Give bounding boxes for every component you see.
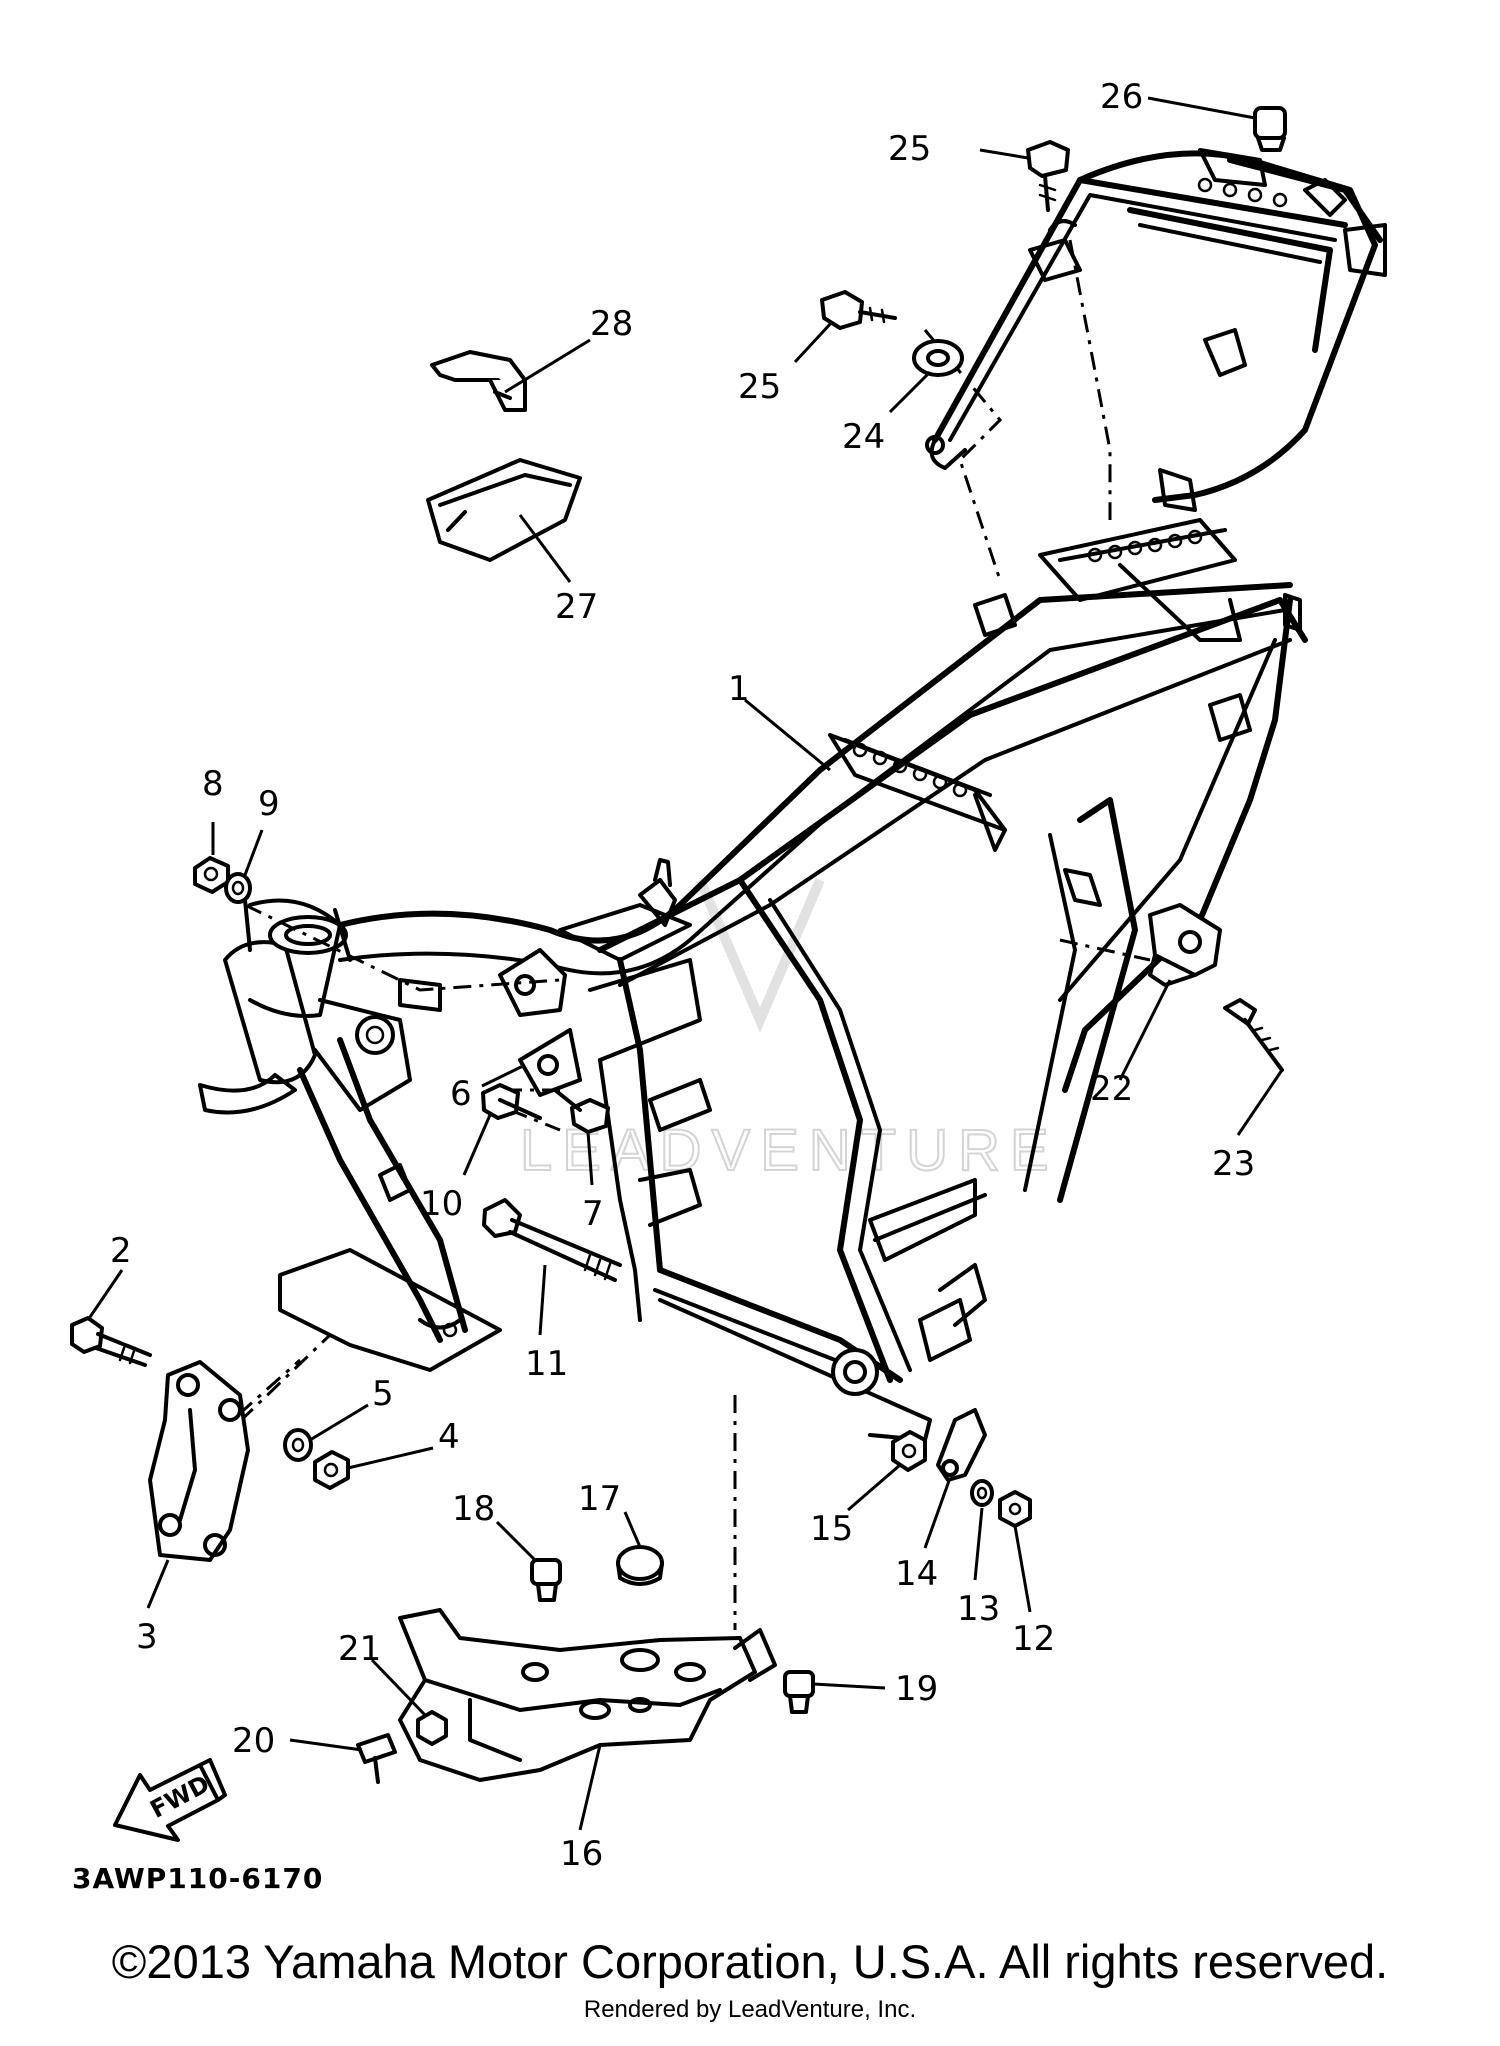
label-part-14: 14 (895, 1554, 938, 1594)
part-17-plug (616, 1545, 664, 1586)
label-part-16: 16 (560, 1834, 603, 1874)
watermark-text: LEADVENTURE (520, 1118, 1059, 1183)
part-7-bolt (553, 1088, 610, 1134)
label-part-12: 12 (1012, 1619, 1055, 1659)
diagram-code: 3AWP110-6170 (72, 1862, 324, 1895)
label-part-19: 19 (895, 1669, 938, 1709)
rendered-by-credit: Rendered by LeadVenture, Inc. (583, 1996, 917, 2023)
crossmember-holes-mid (852, 742, 968, 798)
rear-subframe (925, 148, 1387, 512)
watermark: LEADVENTURE (519, 878, 1059, 1184)
part-8-nut (193, 856, 230, 894)
label-part-3: 3 (136, 1617, 158, 1657)
part-22-bracket (1148, 903, 1222, 987)
part-23-bolt (1223, 998, 1284, 1072)
part-27-pad (426, 458, 582, 562)
part-15-nut (891, 1430, 927, 1472)
label-part-18: 18 (452, 1489, 495, 1529)
label-part-8: 8 (202, 764, 224, 804)
part-10-bolt (481, 1083, 542, 1120)
part-19-bolt (783, 1670, 815, 1714)
part-11-long-bolt (482, 1198, 622, 1282)
label-part-22: 22 (1090, 1069, 1133, 1109)
main-frame (198, 518, 1308, 1442)
label-part-23: 23 (1212, 1144, 1255, 1184)
label-part-27: 27 (555, 587, 598, 627)
label-part-20: 20 (232, 1721, 275, 1761)
label-part-26: 26 (1100, 77, 1143, 117)
label-part-28: 28 (590, 304, 633, 344)
part-9-washer (224, 872, 252, 904)
part-12-nut (998, 1490, 1032, 1528)
part-28-clip (430, 350, 527, 412)
part-number-labels: 26 25 25 24 28 27 1 8 9 6 22 23 10 7 11 … (110, 77, 1255, 1874)
part-21-nut (416, 1710, 448, 1746)
copyright-notice: ©2013 Yamaha Motor Corporation, U.S.A. A… (111, 1935, 1389, 1988)
part-24-collar (912, 339, 964, 377)
label-part-7: 7 (582, 1194, 604, 1234)
label-part-13: 13 (957, 1589, 1000, 1629)
label-part-9: 9 (258, 784, 280, 824)
part-14-bracket (936, 1408, 987, 1482)
label-part-24: 24 (842, 417, 885, 457)
part-13-washer (970, 1479, 994, 1507)
label-part-25-top: 25 (888, 129, 931, 169)
part-20-bolt (356, 1733, 397, 1784)
fwd-arrow: FWD (113, 1758, 227, 1842)
part-16-skid-plate (398, 1608, 777, 1782)
label-part-1: 1 (728, 669, 750, 709)
label-part-17: 17 (578, 1479, 621, 1519)
label-part-2: 2 (110, 1231, 132, 1271)
label-part-15: 15 (810, 1509, 853, 1549)
crossmember-holes-rear (1087, 529, 1203, 563)
label-part-5: 5 (372, 1374, 394, 1414)
label-part-4: 4 (438, 1417, 460, 1457)
part-25-bolt-side (820, 290, 897, 330)
part-4-nut (313, 1450, 350, 1490)
leader-lines (86, 96, 1284, 1831)
label-part-25-side: 25 (738, 367, 781, 407)
subframe-holes (1197, 177, 1288, 208)
part-5-washer (283, 1428, 313, 1462)
part-3-engine-bracket (148, 1360, 250, 1562)
label-part-6: 6 (450, 1074, 472, 1114)
part-2-bolt (70, 1316, 152, 1367)
label-part-21: 21 (338, 1629, 381, 1669)
label-part-11: 11 (525, 1344, 568, 1384)
label-part-10: 10 (420, 1184, 463, 1224)
part-25-bolt-top (1026, 140, 1070, 212)
part-26-cap (1253, 106, 1287, 152)
part-18-bolt (530, 1558, 562, 1602)
